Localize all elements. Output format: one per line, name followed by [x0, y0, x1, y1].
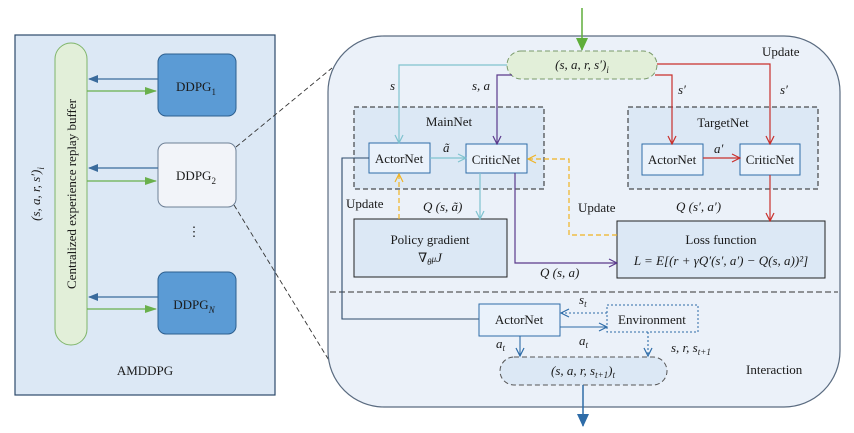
target-criticnet[interactable]	[739, 143, 801, 176]
edge-actor-copy	[341, 157, 479, 320]
policy-gradient-title: Policy gradient	[390, 232, 469, 247]
edge-update-critic	[528, 159, 617, 236]
zoom-line-top	[235, 67, 333, 148]
replay-buffer-label: Centralized experience replay buffer	[64, 98, 79, 289]
transition-label: (s, a, r, st+1)t	[551, 363, 616, 380]
agent-box-ddpg-2[interactable]	[157, 142, 237, 208]
edge-s-to-main-actor	[399, 64, 507, 143]
replay-buffer	[54, 42, 88, 346]
edge-label-s-prime-2: s′	[780, 82, 788, 97]
targetnet-title: TargetNet	[697, 115, 749, 130]
agent-label-ddpg-2: DDPG2	[176, 168, 216, 186]
policy-gradient-formula: ∇θμJ	[418, 250, 443, 267]
edge-label-a-tilde: ã	[443, 140, 450, 155]
edge-label-a-prime: a′	[714, 141, 724, 156]
edge-label-a-t-mid: at	[579, 333, 589, 350]
edge-label-s-prime-1: s′	[678, 82, 686, 97]
target-criticnet-label: CriticNet	[746, 152, 795, 167]
loss-function-box	[616, 220, 826, 279]
edge-label-q-sprime-aprime: Q (s′, a′)	[676, 199, 721, 214]
edge-label-env-out: s, r, st+1	[671, 340, 711, 357]
agent-ellipsis: ⋮	[188, 224, 201, 239]
edge-label-update-left: Update	[346, 196, 384, 211]
main-criticnet[interactable]	[465, 143, 528, 174]
mainnet-title: MainNet	[426, 114, 473, 129]
edge-label-q-s-a: Q (s, a)	[540, 265, 579, 280]
edge-label-q-s-atilde: Q (s, ã)	[423, 199, 462, 214]
edge-sprime-to-target-critic	[657, 63, 770, 144]
edge-label-s-t: st	[579, 292, 587, 309]
interaction-actornet[interactable]	[478, 303, 561, 337]
target-actornet[interactable]	[641, 143, 704, 176]
main-criticnet-label: CriticNet	[472, 152, 521, 167]
agent-box-ddpg-n[interactable]	[157, 271, 237, 335]
loss-function-title: Loss function	[685, 232, 757, 247]
edge-sprime-to-target-actor	[655, 74, 672, 144]
edge-label-s: s	[390, 78, 395, 93]
agent-box-ddpg-1[interactable]	[157, 53, 237, 117]
main-actornet-label: ActorNet	[375, 151, 424, 166]
interaction-actornet-label: ActorNet	[495, 312, 544, 327]
update-section-label: Update	[762, 44, 800, 59]
loss-function-formula: L = E[(r + γQ′(s′, a′) − Q(s, a))²]	[633, 253, 808, 268]
interaction-section-label: Interaction	[746, 362, 803, 377]
amddpg-title: AMDDPG	[117, 363, 173, 378]
edge-label-s-a: s, a	[472, 78, 491, 93]
edge-label-update-mid: Update	[578, 200, 616, 215]
buffer-tuple-label: (s, a, r, s′)i	[28, 167, 46, 221]
environment-label: Environment	[618, 312, 686, 327]
environment-box[interactable]	[606, 304, 699, 333]
edge-sa-to-main-critic	[497, 74, 512, 144]
agent-label-ddpg-n: DDPGN	[173, 297, 215, 315]
agent-label-ddpg-1: DDPG1	[176, 79, 216, 97]
target-actornet-label: ActorNet	[648, 152, 697, 167]
sample-tuple-pill	[506, 50, 658, 80]
sample-tuple-label: (s, a, r, s′)i	[555, 57, 609, 75]
zoom-line-bottom	[233, 204, 331, 363]
policy-gradient-box	[353, 218, 508, 278]
edge-q-s-a	[514, 173, 617, 263]
edge-label-a-t-left: at	[496, 336, 506, 353]
